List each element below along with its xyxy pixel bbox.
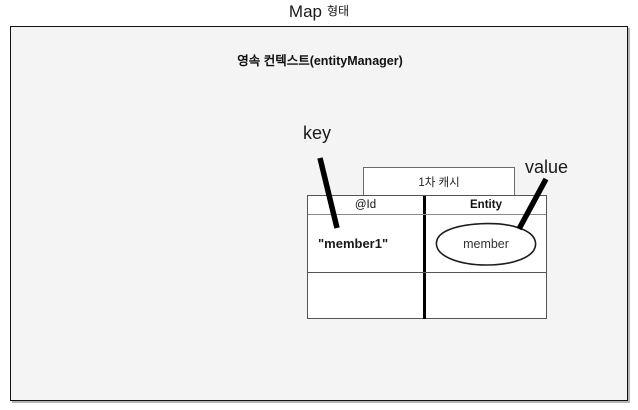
- table-row: [308, 273, 546, 319]
- table-header-row: @Id Entity: [308, 196, 546, 215]
- diagram-title-main: Map: [288, 2, 322, 21]
- entity-object-ellipse: member: [434, 221, 538, 267]
- diagram-title-sub: 형태: [326, 4, 350, 18]
- annotation-key-label: key: [303, 123, 332, 143]
- table-cell-key: [308, 273, 426, 319]
- entity-object-label: member: [463, 236, 509, 251]
- table-row: "member1" member: [308, 215, 546, 273]
- column-header-entity: Entity: [470, 199, 502, 211]
- table-header-cell-entity: Entity: [426, 196, 546, 214]
- first-level-cache-caption-box: 1차 캐시: [363, 167, 515, 196]
- ellipse-shape-icon: [435, 222, 537, 266]
- annotation-value-label: value: [525, 157, 569, 177]
- table-header-cell-id: @Id: [308, 196, 426, 214]
- column-header-id: @Id: [354, 199, 377, 211]
- table-cell-entity: member: [426, 215, 546, 272]
- persistence-context-label: 영속 컨텍스트(entityManager): [237, 54, 403, 68]
- table-cell-key: "member1": [308, 215, 426, 272]
- entity-key-value: "member1": [318, 236, 389, 251]
- table-cell-entity: [426, 273, 546, 319]
- cache-table: @Id Entity "member1" member: [307, 195, 547, 319]
- first-level-cache-caption-label: 1차 캐시: [418, 176, 460, 189]
- diagram-title: Map 형태: [0, 2, 638, 22]
